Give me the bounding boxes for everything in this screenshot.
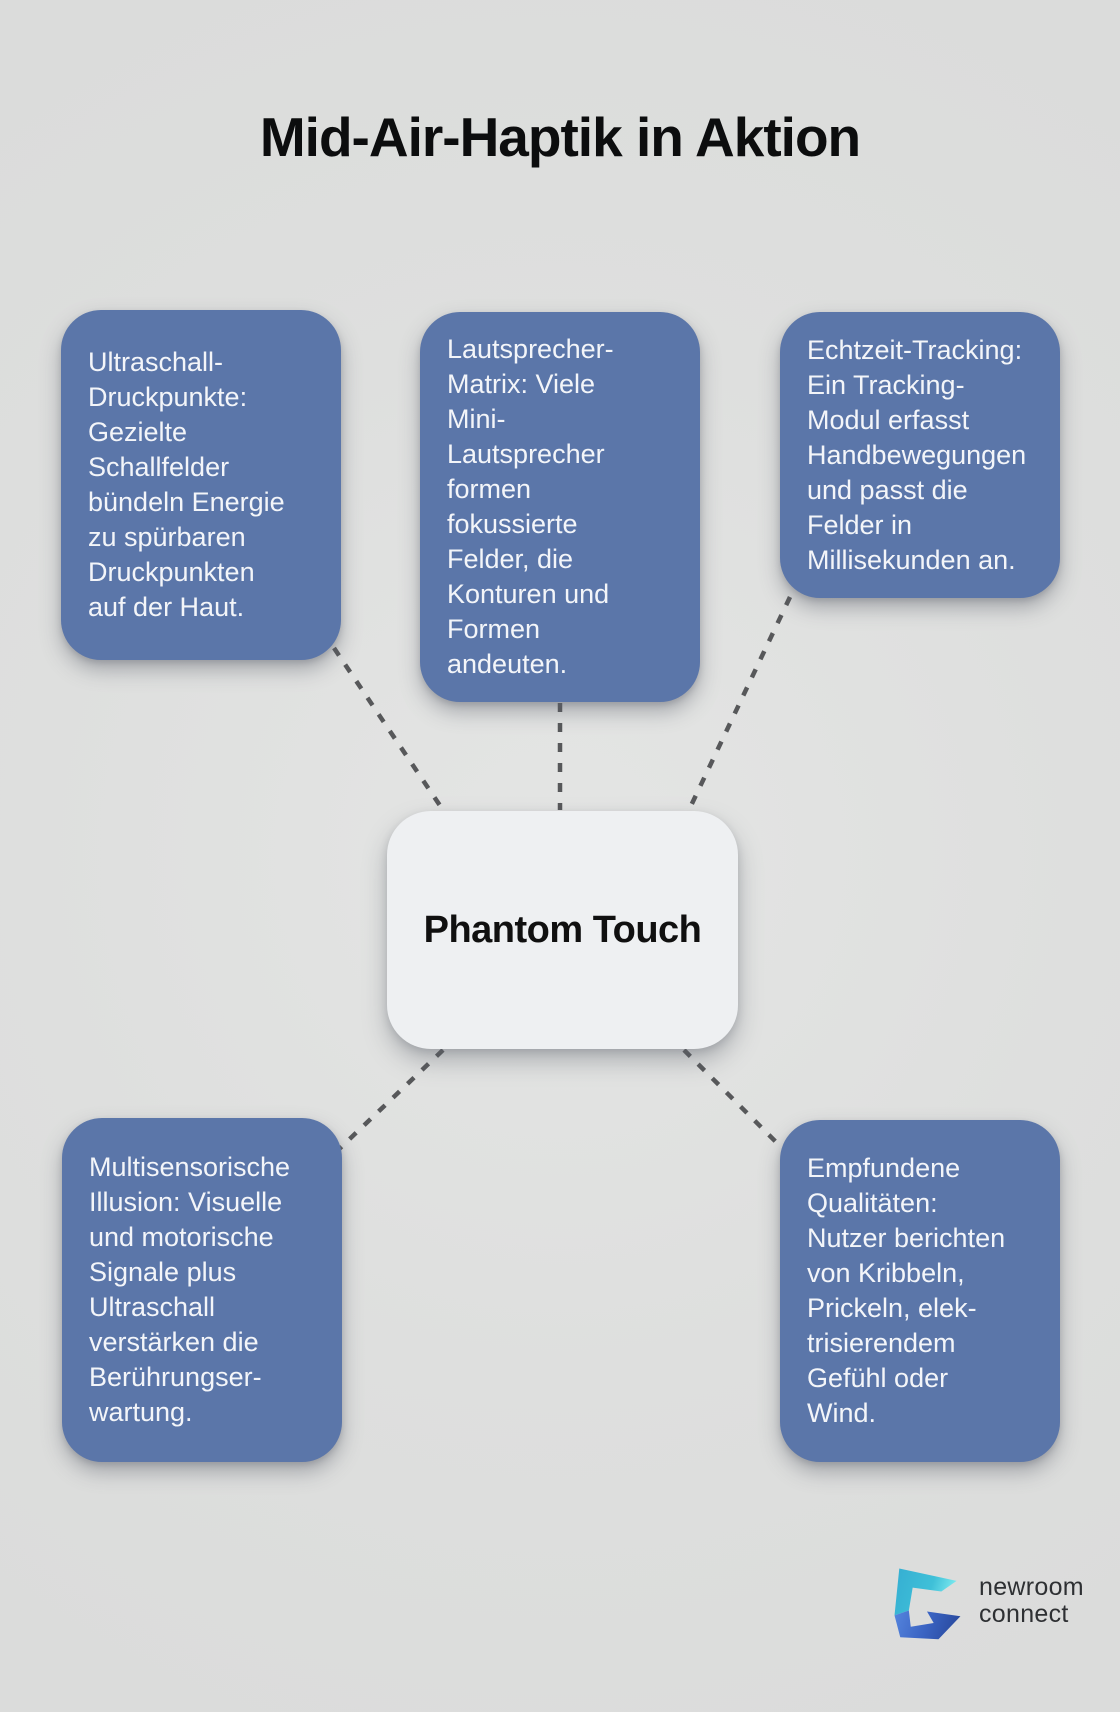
newroom-connect-logo-icon [894,1568,961,1640]
connector-top-left [332,646,447,815]
node-text: Echtzeit-Tracking:Ein Tracking-Modul erf… [807,334,1027,575]
center-node-phantom-touch: Phantom Touch [387,811,738,1049]
newroom-connect-logo: newroom connect [884,1560,1084,1642]
page-title: Mid-Air-Haptik in Aktion [259,106,861,168]
connector-top-right [685,596,793,813]
connector-bottom-left [334,1048,445,1154]
logo-text: newroom connect [979,1574,1084,1628]
logo-text-connect: connect [979,1600,1069,1628]
center-node-label: Phantom Touch [423,908,702,951]
node-echtzeit-tracking: Echtzeit-Tracking:Ein Tracking-Modul erf… [780,312,1060,598]
connector-bottom-right [682,1048,788,1154]
logo-text-newroom: newroom [979,1573,1084,1601]
